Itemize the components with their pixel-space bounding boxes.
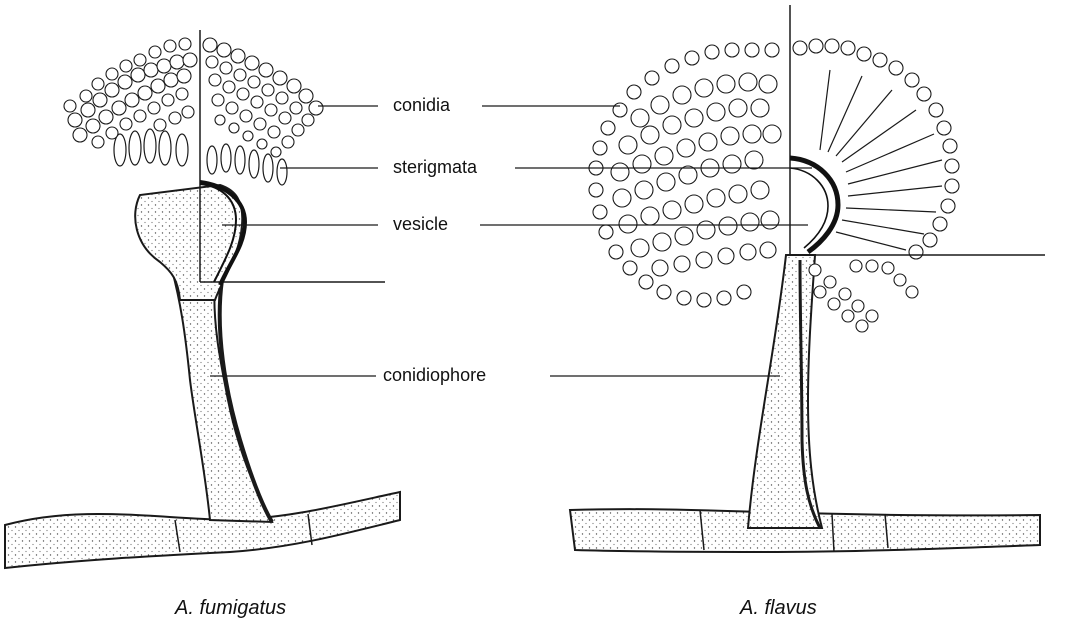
- leader-lines: [210, 106, 812, 376]
- caption-a-fumigatus: A. fumigatus: [175, 598, 286, 618]
- label-sterigmata: sterigmata: [393, 158, 477, 176]
- flavus-conidiophore: [748, 255, 822, 528]
- fumigatus-hypha: [5, 492, 400, 568]
- flavus-conidia: [589, 39, 959, 332]
- label-vesicle: vesicle: [393, 215, 448, 233]
- fumigatus-conidia: [64, 38, 323, 157]
- fumigatus-conidiophore: [172, 270, 272, 522]
- label-conidiophore: conidiophore: [383, 366, 486, 384]
- label-conidia: conidia: [393, 96, 450, 114]
- caption-a-flavus: A. flavus: [740, 598, 817, 618]
- fumigatus-illustration: [5, 30, 400, 568]
- flavus-illustration: [570, 5, 1045, 552]
